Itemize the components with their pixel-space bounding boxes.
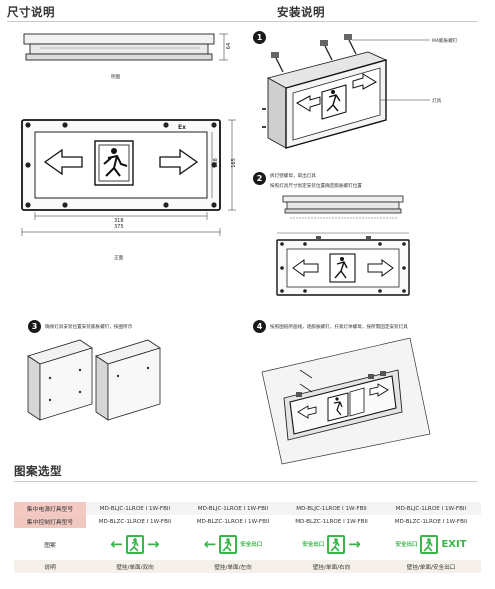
description-cell: 壁挂/单面/安全出口: [381, 560, 481, 573]
model-cell: MD-BLJC-1LROE I 1W-FBII: [184, 502, 282, 515]
step-1-badge: 1: [253, 31, 266, 44]
row-label-pattern: 图案: [44, 542, 56, 549]
patterns-heading: 图案选型: [14, 464, 62, 478]
model-cell: MD-BLZC-1LROE I 1W-FBII: [98, 518, 172, 525]
pattern-right: 安全出口 →: [282, 528, 381, 560]
step-2-text-a: 拆灯壁螺母，取出灯具: [270, 174, 316, 179]
row-label-central-power: 集中电源灯具型号: [14, 502, 86, 515]
step-3-badge: 3: [28, 320, 41, 333]
dim-height-inner: 138: [212, 158, 219, 168]
table-row-central-control: 集中控制灯具型号 MD-BLZC-1LROE I 1W-FBII MD-BLZC…: [14, 515, 481, 528]
model-cell: MD-BLZC-1LROE I 1W-FBII: [196, 518, 270, 525]
table-row-central-power: 集中电源灯具型号 MD-BLJC-1LROE I 1W-FBII MD-BLJC…: [14, 502, 481, 515]
pattern-safe-exit: 安全出口 EXIT: [381, 528, 481, 560]
step-3-text: 确保灯具安装位置安装膨胀螺钉，按图所示: [45, 325, 133, 330]
pattern-left: ← 安全出口: [184, 528, 282, 560]
model-cell: MD-BLJC-1LROE I 1W-FBII: [381, 502, 481, 515]
dim-height-outer: 165: [230, 158, 237, 168]
heading-divider: [7, 21, 477, 22]
safe-exit-text: 安全出口: [302, 542, 325, 548]
pattern-table: 集中电源灯具型号 MD-BLJC-1LROE I 1W-FBII MD-BLJC…: [14, 502, 481, 573]
model-cell: MD-BLJC-1LROE I 1W-FBII: [282, 502, 381, 515]
dim-width-outer: 375: [114, 224, 124, 230]
step-4-text: 按照图纸所画线，逐膨胀螺钉，拧紧灯体螺母，按所需固定安装灯具: [270, 325, 408, 330]
dim-height-side: 64: [226, 42, 233, 50]
table-row-pattern: 图案 ← → ← 安全出口 安全出口: [14, 528, 481, 560]
side-view-label: 侧图: [111, 75, 121, 80]
description-cell: 壁挂/单面/左向: [184, 560, 282, 573]
safe-exit-text: 安全出口: [395, 542, 418, 548]
ex-mark: Ex: [178, 124, 186, 131]
row-label-description: 说明: [14, 560, 86, 573]
exit-text: EXIT: [441, 538, 467, 550]
callout-bolt: M4膨胀螺钉: [432, 39, 458, 44]
running-man-icon: [327, 534, 346, 554]
running-man-icon: [219, 534, 238, 554]
install-step1-drawing: [262, 34, 430, 149]
description-cell: 壁挂/单面/双向: [86, 560, 184, 573]
front-view-label: 正面: [114, 256, 124, 261]
model-cell: MD-BLZC-1LROE I 1W-FBII: [295, 518, 368, 525]
callout-lamp: 灯具: [432, 99, 442, 104]
model-cell: MD-BLZC-1LROE I 1W-FBII: [394, 518, 468, 525]
description-cell: 壁挂/单面/右向: [282, 560, 381, 573]
right-arrow-icon: →: [348, 534, 361, 553]
safe-exit-text: 安全出口: [240, 542, 263, 548]
installation-heading: 安装说明: [277, 5, 325, 19]
left-arrow-icon: ←: [110, 534, 123, 553]
model-cell: MD-BLJC-1LROE I 1W-FBII: [86, 502, 184, 515]
dimensions-heading: 尺寸说明: [7, 5, 55, 19]
step-2-badge: 2: [253, 172, 266, 185]
right-arrow-icon: →: [147, 534, 160, 553]
step-2-text-b: 按照灯具尺寸划定安装位置确定膨胀螺钉位置: [270, 184, 362, 189]
patterns-divider: [14, 481, 477, 482]
running-man-icon: [126, 534, 144, 554]
pattern-bidirectional: ← →: [86, 528, 184, 560]
row-label-central-control: 集中控制灯具型号: [14, 515, 86, 528]
table-row-description: 说明 壁挂/单面/双向 壁挂/单面/左向 壁挂/单面/右向 壁挂/单面/安全出口: [14, 560, 481, 573]
dim-width-inner: 318: [114, 218, 124, 224]
left-arrow-icon: ←: [203, 534, 217, 553]
step-4-badge: 4: [253, 320, 266, 333]
running-man-icon: [420, 534, 439, 554]
